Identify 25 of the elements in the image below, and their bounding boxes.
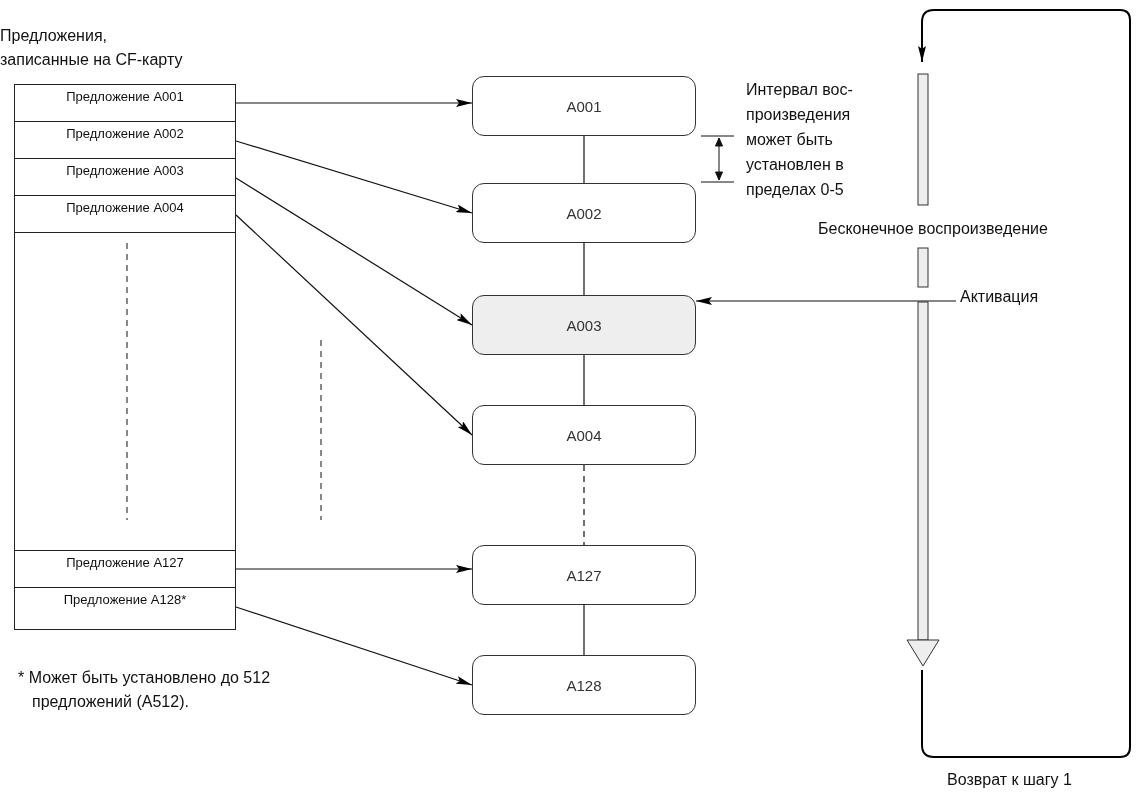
arrow [235, 177, 473, 326]
interval-note: Интервал вос- произведения может быть установлен в пределах 0-5 [746, 80, 854, 200]
sentence-row: Предложение A127 [14, 550, 236, 588]
text-label: Активация [956, 286, 1052, 308]
loop-label: Бесконечное воспроизведение [818, 219, 1048, 239]
arrow [235, 606, 473, 686]
step-box: A127 [472, 545, 696, 605]
step-box: A004 [472, 405, 696, 465]
active-step-box: A003 [472, 295, 696, 355]
return-label: Возврат к шагу 1 [947, 770, 1072, 790]
step-box: A002 [472, 183, 696, 243]
arrow [235, 99, 473, 107]
connector-line [583, 354, 585, 406]
list-heading: Предложения, записанные на CF-карту [0, 26, 184, 70]
arrow [695, 297, 957, 305]
connector-line [583, 135, 585, 184]
connector-line [583, 604, 585, 656]
connector-line [583, 464, 585, 546]
step-box: A001 [472, 76, 696, 136]
connector-line [583, 242, 585, 296]
step-box: A128 [472, 655, 696, 715]
arrow [235, 140, 473, 214]
footnote: * Может быть установлено до 512 предложений (A512). [18, 668, 272, 712]
arrow [235, 565, 473, 573]
arrow [235, 214, 473, 436]
